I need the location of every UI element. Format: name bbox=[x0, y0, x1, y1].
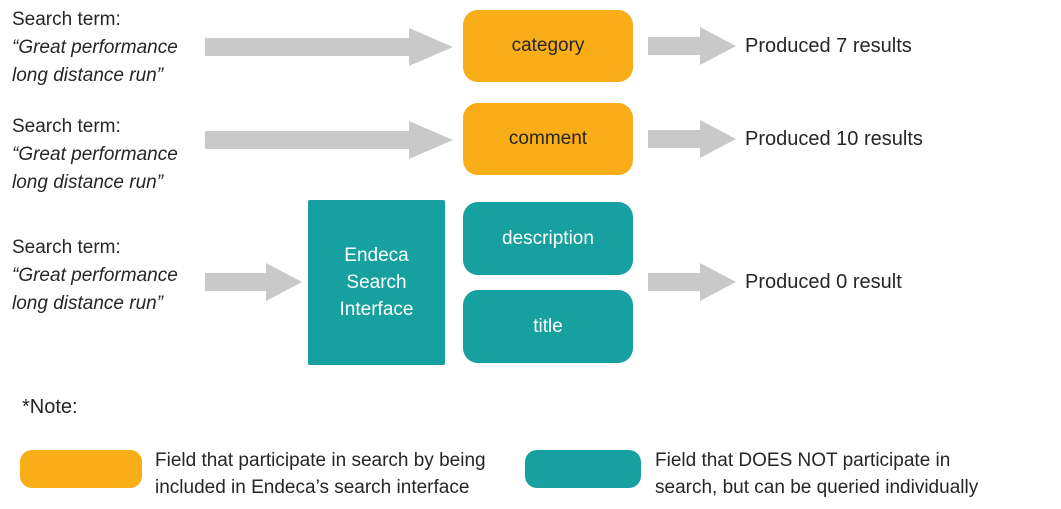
search-term-block-3: Search term: “Great performance long dis… bbox=[12, 234, 178, 318]
field-box-label: description bbox=[502, 227, 594, 249]
note-label: *Note: bbox=[22, 396, 78, 418]
search-term-label: Search term: bbox=[12, 116, 121, 137]
arrow-right-icon bbox=[205, 28, 453, 66]
arrow-right-icon bbox=[205, 263, 302, 301]
search-term-quote-line2: long distance run” bbox=[12, 172, 164, 193]
arrow-right-icon bbox=[648, 120, 736, 158]
endeca-search-interface-box[interactable]: Endeca Search Interface bbox=[308, 200, 445, 365]
field-box-description[interactable]: description bbox=[463, 202, 633, 275]
result-text-2: Produced 10 results bbox=[745, 128, 923, 150]
legend-teal-line1: Field that DOES NOT participate in bbox=[655, 450, 951, 471]
field-box-comment[interactable]: comment bbox=[463, 103, 633, 175]
legend-teal-line2: search, but can be queried individually bbox=[655, 477, 979, 498]
legend-text-orange: Field that participate in search by bein… bbox=[155, 447, 486, 501]
search-term-block-1: Search term: “Great performance long dis… bbox=[12, 6, 178, 90]
search-term-quote-line2: long distance run” bbox=[12, 65, 164, 86]
search-term-quote-line1: “Great performance bbox=[12, 144, 178, 165]
arrow-right-icon bbox=[648, 263, 736, 301]
legend-swatch-orange bbox=[20, 450, 142, 488]
endeca-box-line2: Search bbox=[346, 272, 407, 293]
legend-swatch-teal bbox=[525, 450, 641, 488]
search-term-label: Search term: bbox=[12, 9, 121, 30]
field-box-label: title bbox=[533, 315, 563, 337]
legend-text-teal: Field that DOES NOT participate in searc… bbox=[655, 447, 978, 501]
result-text-1: Produced 7 results bbox=[745, 35, 912, 57]
endeca-box-line1: Endeca bbox=[344, 245, 409, 266]
endeca-box-line3: Interface bbox=[339, 299, 414, 320]
search-term-quote-line1: “Great performance bbox=[12, 37, 178, 58]
search-term-quote-line1: “Great performance bbox=[12, 265, 178, 286]
arrow-right-icon bbox=[648, 27, 736, 65]
field-box-category[interactable]: category bbox=[463, 10, 633, 82]
result-text-3: Produced 0 result bbox=[745, 271, 902, 293]
arrow-right-icon bbox=[205, 121, 453, 159]
search-term-label: Search term: bbox=[12, 237, 121, 258]
legend-orange-line2: included in Endeca’s search interface bbox=[155, 477, 470, 498]
legend-orange-line1: Field that participate in search by bein… bbox=[155, 450, 486, 471]
search-term-quote-line2: long distance run” bbox=[12, 293, 164, 314]
field-box-label: comment bbox=[508, 128, 588, 149]
field-box-label: category bbox=[511, 35, 585, 56]
search-term-block-2: Search term: “Great performance long dis… bbox=[12, 113, 178, 197]
field-box-title[interactable]: title bbox=[463, 290, 633, 363]
